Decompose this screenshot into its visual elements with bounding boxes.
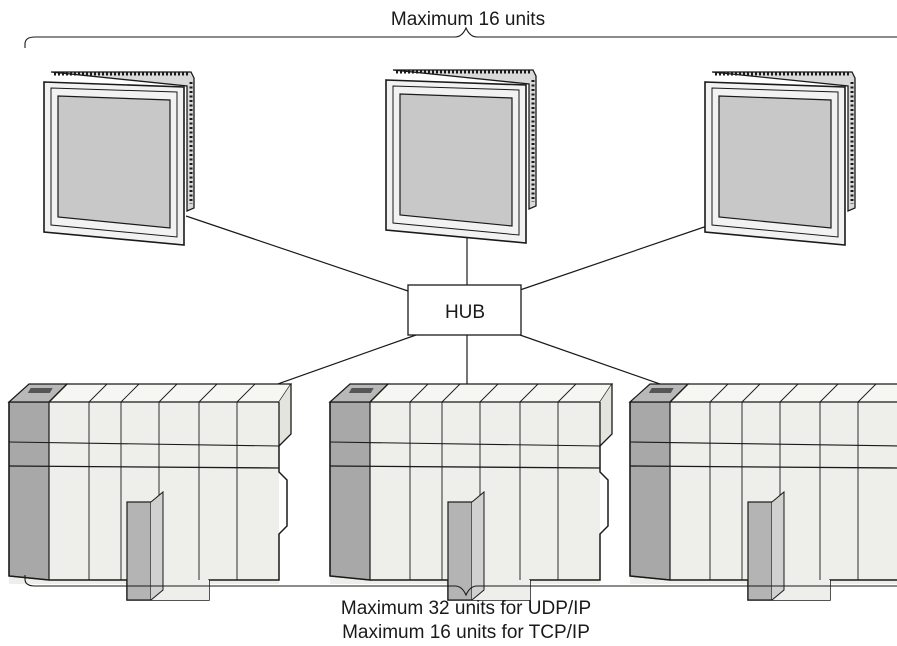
display-unit-3 [703, 70, 857, 247]
link-display-1 [185, 215, 409, 292]
hub: HUB [407, 284, 522, 336]
bottom-label-tcp: Maximum 16 units for TCP/IP [342, 622, 590, 643]
display-unit-2 [384, 68, 538, 245]
display-unit-1 [42, 70, 196, 247]
plc-unit-2 [329, 383, 613, 601]
link-display-3 [519, 223, 714, 291]
plc-unit-3 [629, 383, 897, 601]
hub-box [407, 284, 522, 336]
top-label: Maximum 16 units [391, 9, 545, 30]
hub-label: HUB [445, 302, 485, 323]
plc-unit-1 [8, 383, 292, 601]
bottom-label-udp: Maximum 32 units for UDP/IP [341, 598, 591, 619]
top-brace [24, 26, 897, 48]
bottom-brace [24, 575, 897, 597]
